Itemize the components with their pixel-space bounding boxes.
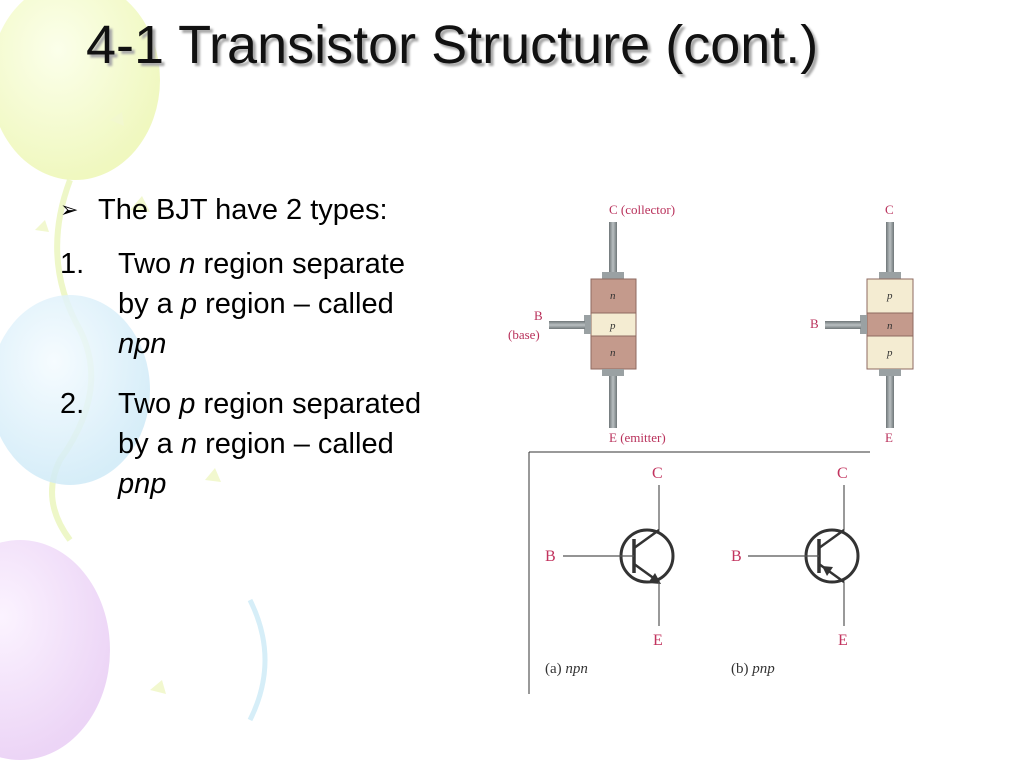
item-line: Two n region separate bbox=[118, 244, 500, 284]
item-text: region separated bbox=[195, 388, 422, 420]
slide-title: 4-1 Transistor Structure (cont.) bbox=[86, 15, 819, 75]
pnp-symbol-b-label: B bbox=[731, 548, 742, 565]
pnp-emitter-lead bbox=[886, 376, 894, 428]
pnp-region-emitter bbox=[866, 335, 914, 370]
item-text: by a bbox=[118, 288, 181, 320]
npn-region-label: p bbox=[609, 320, 616, 332]
pnp-symbol-e-label: E bbox=[838, 632, 848, 649]
npn-symbol: C B E (a) npn bbox=[545, 465, 675, 677]
pnp-collector-contact bbox=[879, 272, 901, 279]
list-number: 1. bbox=[60, 248, 85, 280]
caption-prefix: (a) bbox=[545, 661, 565, 677]
item-line: Two p region separated bbox=[118, 384, 500, 424]
pnp-emitter-arrow-icon bbox=[822, 566, 833, 576]
pnp-symbol-c-label: C bbox=[837, 465, 848, 482]
list-item-body: Two p region separated by a n region – c… bbox=[118, 384, 500, 504]
pnp-region-label: p bbox=[886, 347, 893, 359]
npn-emitter-lead bbox=[609, 376, 617, 428]
item-line: by a n region – called bbox=[118, 424, 500, 464]
item-variable: p bbox=[180, 288, 198, 320]
pnp-emitter-label: E bbox=[885, 430, 893, 445]
item-text: region separate bbox=[195, 248, 405, 280]
item-text: Two bbox=[118, 248, 180, 280]
npn-collector-contact bbox=[602, 272, 624, 279]
item-text: region – called bbox=[197, 428, 394, 460]
pnp-collector-label: C bbox=[885, 202, 894, 217]
list-item-body: Two n region separate by a p region – ca… bbox=[118, 244, 500, 364]
list-number: 2. bbox=[60, 388, 85, 420]
caption-prefix: (b) bbox=[731, 661, 752, 677]
npn-base-contact bbox=[584, 315, 591, 334]
npn-collector-lead bbox=[609, 222, 617, 274]
pnp-region-collector bbox=[866, 278, 914, 314]
item-variable: pnp bbox=[118, 468, 167, 500]
npn-region-label: n bbox=[610, 347, 616, 359]
balloon-blue bbox=[0, 295, 150, 485]
item-line: pnp bbox=[118, 464, 500, 504]
item-text: Two bbox=[118, 388, 180, 420]
pnp-structure: C p n p B E bbox=[810, 202, 914, 445]
npn-emitter-arrow-icon bbox=[648, 573, 661, 584]
pnp-collector-diag bbox=[818, 528, 845, 550]
list-item-pnp: 2. Two p region separated by a n region … bbox=[60, 384, 500, 504]
item-variable: npn bbox=[118, 328, 167, 360]
pnp-emitter-contact bbox=[879, 369, 901, 376]
npn-region-label: n bbox=[610, 290, 616, 302]
npn-symbol-b-label: B bbox=[545, 548, 556, 565]
ribbon bbox=[247, 598, 268, 722]
bullet-content: ➢ The BJT have 2 types: 1. Two n region … bbox=[60, 190, 500, 504]
caption-variable: pnp bbox=[751, 661, 775, 677]
npn-collector-diag bbox=[633, 528, 660, 550]
npn-structure: C (collector) n p n B (base) E (emitter) bbox=[508, 202, 675, 445]
pnp-region-label: n bbox=[887, 320, 893, 332]
pnp-collector-lead bbox=[886, 222, 894, 274]
pnp-caption: (b) pnp bbox=[731, 661, 775, 677]
item-variable: n bbox=[179, 248, 196, 280]
pnp-symbol: C B E (b) pnp bbox=[731, 465, 860, 677]
balloon-yellow bbox=[0, 0, 160, 180]
pnp-base-label: B bbox=[810, 316, 819, 331]
npn-caption: (a) npn bbox=[545, 661, 588, 677]
item-text: by a bbox=[118, 428, 181, 460]
npn-symbol-c-label: C bbox=[652, 465, 663, 482]
pnp-base-contact bbox=[860, 315, 867, 334]
pnp-base-lead bbox=[825, 321, 861, 329]
pnp-region-label: p bbox=[886, 290, 893, 302]
list-item-npn: 1. Two n region separate by a p region –… bbox=[60, 244, 500, 364]
intro-text: The BJT have 2 types: bbox=[98, 194, 388, 226]
item-variable: p bbox=[179, 388, 196, 420]
balloon-purple bbox=[0, 540, 110, 760]
npn-collector-label: C (collector) bbox=[609, 202, 675, 217]
npn-base-label-2: (base) bbox=[508, 327, 540, 342]
item-variable: n bbox=[180, 428, 198, 460]
npn-symbol-e-label: E bbox=[653, 632, 663, 649]
npn-emitter-label: E (emitter) bbox=[609, 430, 666, 445]
npn-base-lead bbox=[549, 321, 585, 329]
npn-base-label: B bbox=[534, 308, 543, 323]
intro-bullet: ➢ The BJT have 2 types: bbox=[60, 190, 500, 230]
caption-variable: npn bbox=[565, 661, 588, 677]
arrow-bullet-icon: ➢ bbox=[60, 197, 79, 222]
item-line: npn bbox=[118, 324, 500, 364]
item-text: region – called bbox=[197, 288, 394, 320]
item-line: by a p region – called bbox=[118, 284, 500, 324]
npn-emitter-contact bbox=[602, 369, 624, 376]
